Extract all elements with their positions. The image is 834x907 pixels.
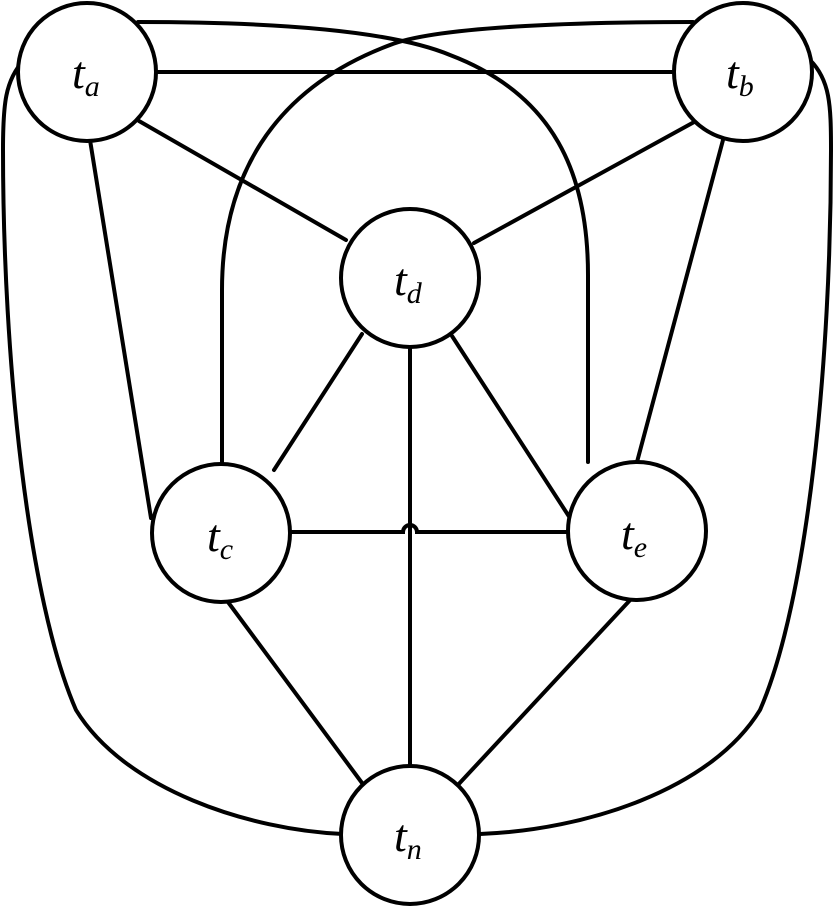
node-tn: tn: [339, 764, 481, 906]
node-tn-label: tn: [394, 810, 422, 866]
edge-d-e: [450, 334, 572, 520]
node-ta-label: ta: [72, 47, 100, 103]
edge-d-c: [272, 332, 364, 472]
node-tc-label: tc: [207, 510, 233, 566]
node-tc: tc: [150, 462, 292, 604]
node-td: td: [339, 207, 481, 349]
edge-c-e: [288, 523, 570, 534]
edge-a-c: [88, 138, 153, 520]
node-te-label: te: [621, 508, 647, 564]
edge-e-n: [454, 596, 634, 789]
edge-b-d: [472, 119, 698, 245]
edge-b-n: [478, 58, 834, 836]
edge-c-n: [223, 596, 367, 789]
node-tb: tb: [672, 1, 814, 143]
node-td-label: td: [394, 254, 423, 310]
edge-b-e: [635, 138, 725, 464]
node-te: te: [566, 460, 708, 602]
edge-a-n: [0, 58, 345, 836]
nodes-layer: ta tb td tc te tn: [16, 1, 814, 906]
node-ta: ta: [16, 1, 158, 143]
edges-layer: [0, 20, 834, 836]
edge-b-c: [220, 20, 695, 464]
edge-a-e: [136, 20, 590, 464]
node-tb-label: tb: [726, 47, 754, 103]
